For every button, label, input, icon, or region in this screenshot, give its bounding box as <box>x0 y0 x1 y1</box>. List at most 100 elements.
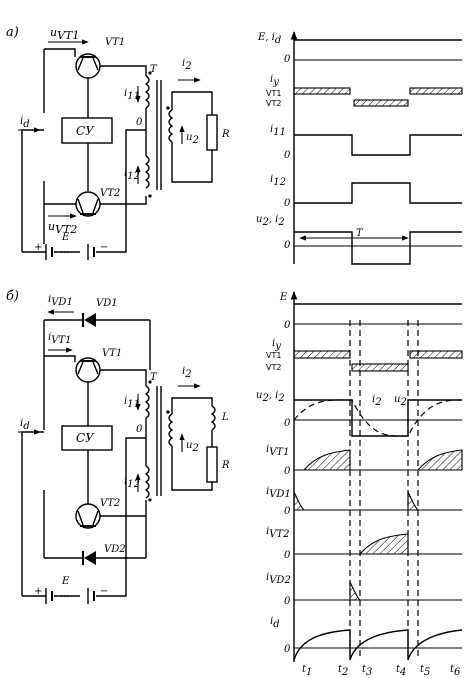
trace-ivt1: iVT1 0 <box>266 444 463 477</box>
svg-text:iVT2: iVT2 <box>266 526 289 540</box>
panel-a-circuit: а) uVT1 VT1 СУ VT2 <box>6 25 230 260</box>
svg-text:VT2: VT2 <box>266 363 281 372</box>
svg-text:T: T <box>356 228 364 239</box>
trace-ivt2: iVT2 0 <box>266 526 462 561</box>
trace-u2-i2-b: u2, i2 0 i2 u2 <box>256 390 463 437</box>
svg-text:t4: t4 <box>396 664 406 678</box>
svg-text:E, id: E, id <box>257 32 281 46</box>
svg-text:VT1: VT1 <box>102 348 122 359</box>
svg-text:СУ: СУ <box>76 431 95 445</box>
svg-text:R: R <box>221 460 230 471</box>
svg-text:i12: i12 <box>124 168 140 182</box>
trace-i11: i11 0 <box>270 124 462 161</box>
svg-text:L: L <box>221 412 229 423</box>
trace-iy-b: iy VT1 VT2 <box>266 338 463 372</box>
trace-e-b: E 0 <box>279 292 462 331</box>
svg-text:t6: t6 <box>450 664 461 678</box>
transistor-vt2: VT2 <box>75 188 120 217</box>
svg-text:VT1: VT1 <box>266 351 281 360</box>
iy-b-vt2-pulse-1 <box>351 363 409 372</box>
wire-vt2-to-winding <box>100 196 147 205</box>
svg-text:0: 0 <box>284 596 291 607</box>
transformer-core-b: T <box>150 372 162 496</box>
iy-vt2-pulse-1 <box>353 99 409 107</box>
svg-text:t3: t3 <box>362 664 372 678</box>
wire-b-midpoint <box>125 418 147 588</box>
svg-text:0: 0 <box>136 424 143 435</box>
svg-text:0: 0 <box>284 466 291 477</box>
svg-text:iVT1: iVT1 <box>48 332 71 346</box>
svg-text:t1: t1 <box>302 664 312 678</box>
svg-text:iVT1: iVT1 <box>266 444 289 458</box>
svg-text:t5: t5 <box>420 664 430 678</box>
svg-text:0: 0 <box>284 320 291 331</box>
svg-text:VD2: VD2 <box>104 544 126 555</box>
svg-text:i2: i2 <box>182 366 192 380</box>
trace-ivd1: iVD1 0 <box>266 486 462 517</box>
wire-b-vt2-to-winding <box>100 500 147 558</box>
svg-text:0: 0 <box>284 506 291 517</box>
svg-text:T: T <box>150 64 158 75</box>
svg-text:T: T <box>150 372 158 383</box>
svg-text:iy: iy <box>272 338 281 352</box>
diode-vd1: VD1 <box>44 298 150 327</box>
trace-i12: i12 0 <box>270 174 462 209</box>
time-labels: t1 t2 t3 t4 t5 t6 <box>302 664 461 678</box>
svg-text:iy: iy <box>270 74 279 88</box>
u2-label: u2 <box>179 125 199 146</box>
svg-text:VT1: VT1 <box>266 89 281 98</box>
wire-top <box>44 48 76 57</box>
i11-label-b: i11 <box>124 394 141 411</box>
inductor-l: L <box>210 405 229 431</box>
svg-text:u2: u2 <box>186 132 199 146</box>
svg-text:0: 0 <box>284 550 291 561</box>
svg-text:iVD1: iVD1 <box>48 294 73 308</box>
time-markers <box>349 320 419 660</box>
svg-text:uVT1: uVT1 <box>50 26 79 42</box>
i-vd1-label: iVD1 <box>47 294 74 315</box>
svg-text:E: E <box>61 576 70 587</box>
wire-b-vt1-to-winding <box>100 320 151 386</box>
svg-text:i2: i2 <box>182 58 192 72</box>
svg-text:i12: i12 <box>270 174 286 188</box>
wire-left-outer <box>21 129 44 252</box>
svg-text:i11: i11 <box>270 124 286 138</box>
iy-b-vt1-pulse-1 <box>293 350 351 359</box>
svg-text:VT2: VT2 <box>266 99 281 108</box>
trace-u2-i2: u2, i2 0 T <box>256 214 462 265</box>
svg-text:0: 0 <box>284 54 291 65</box>
svg-text:id: id <box>20 116 30 130</box>
svg-text:t2: t2 <box>338 664 348 678</box>
id-label: id <box>18 116 41 133</box>
iy-b-vt1-pulse-2 <box>409 350 463 359</box>
primary-winding-bottom-b <box>144 465 152 502</box>
trace-e-id: E, id 0 <box>257 32 462 65</box>
transistor-vt1: VT1 <box>75 37 125 79</box>
wire-midpoint <box>125 108 147 244</box>
primary-winding-top-b <box>144 380 152 419</box>
svg-text:0: 0 <box>284 644 291 655</box>
svg-text:u2, i2: u2, i2 <box>256 214 285 228</box>
svg-text:VT2: VT2 <box>100 188 120 199</box>
svg-text:R: R <box>221 129 230 140</box>
control-block-top: СУ <box>61 117 113 144</box>
svg-text:u2, i2: u2, i2 <box>256 390 285 404</box>
svg-text:+: + <box>34 586 42 597</box>
wire-b-top <box>44 355 76 362</box>
svg-text:i12: i12 <box>124 476 140 490</box>
svg-text:VT1: VT1 <box>105 37 125 48</box>
trace-id-b: id 0 <box>270 616 463 661</box>
svg-text:···: ··· <box>60 248 70 259</box>
primary-winding-top <box>144 71 152 109</box>
svg-text:i11: i11 <box>124 88 140 102</box>
trace-iy: iy VT1 VT2 <box>266 74 463 108</box>
i12-label-b: i12 <box>124 473 141 492</box>
panel-b-circuit: б) iVD1 VD1 iVT1 VT1 <box>6 289 230 604</box>
svg-text:СУ: СУ <box>76 124 95 138</box>
panel-a-label: а) <box>6 25 19 40</box>
panel-a-waveforms: E, id 0 iy VT1 VT2 i11 0 i12 0 u2, i2 <box>256 31 463 265</box>
control-block-bottom: СУ <box>61 425 113 451</box>
wire-vt1-to-winding <box>100 65 147 76</box>
svg-text:i2: i2 <box>372 394 382 408</box>
svg-text:−: − <box>100 242 108 253</box>
